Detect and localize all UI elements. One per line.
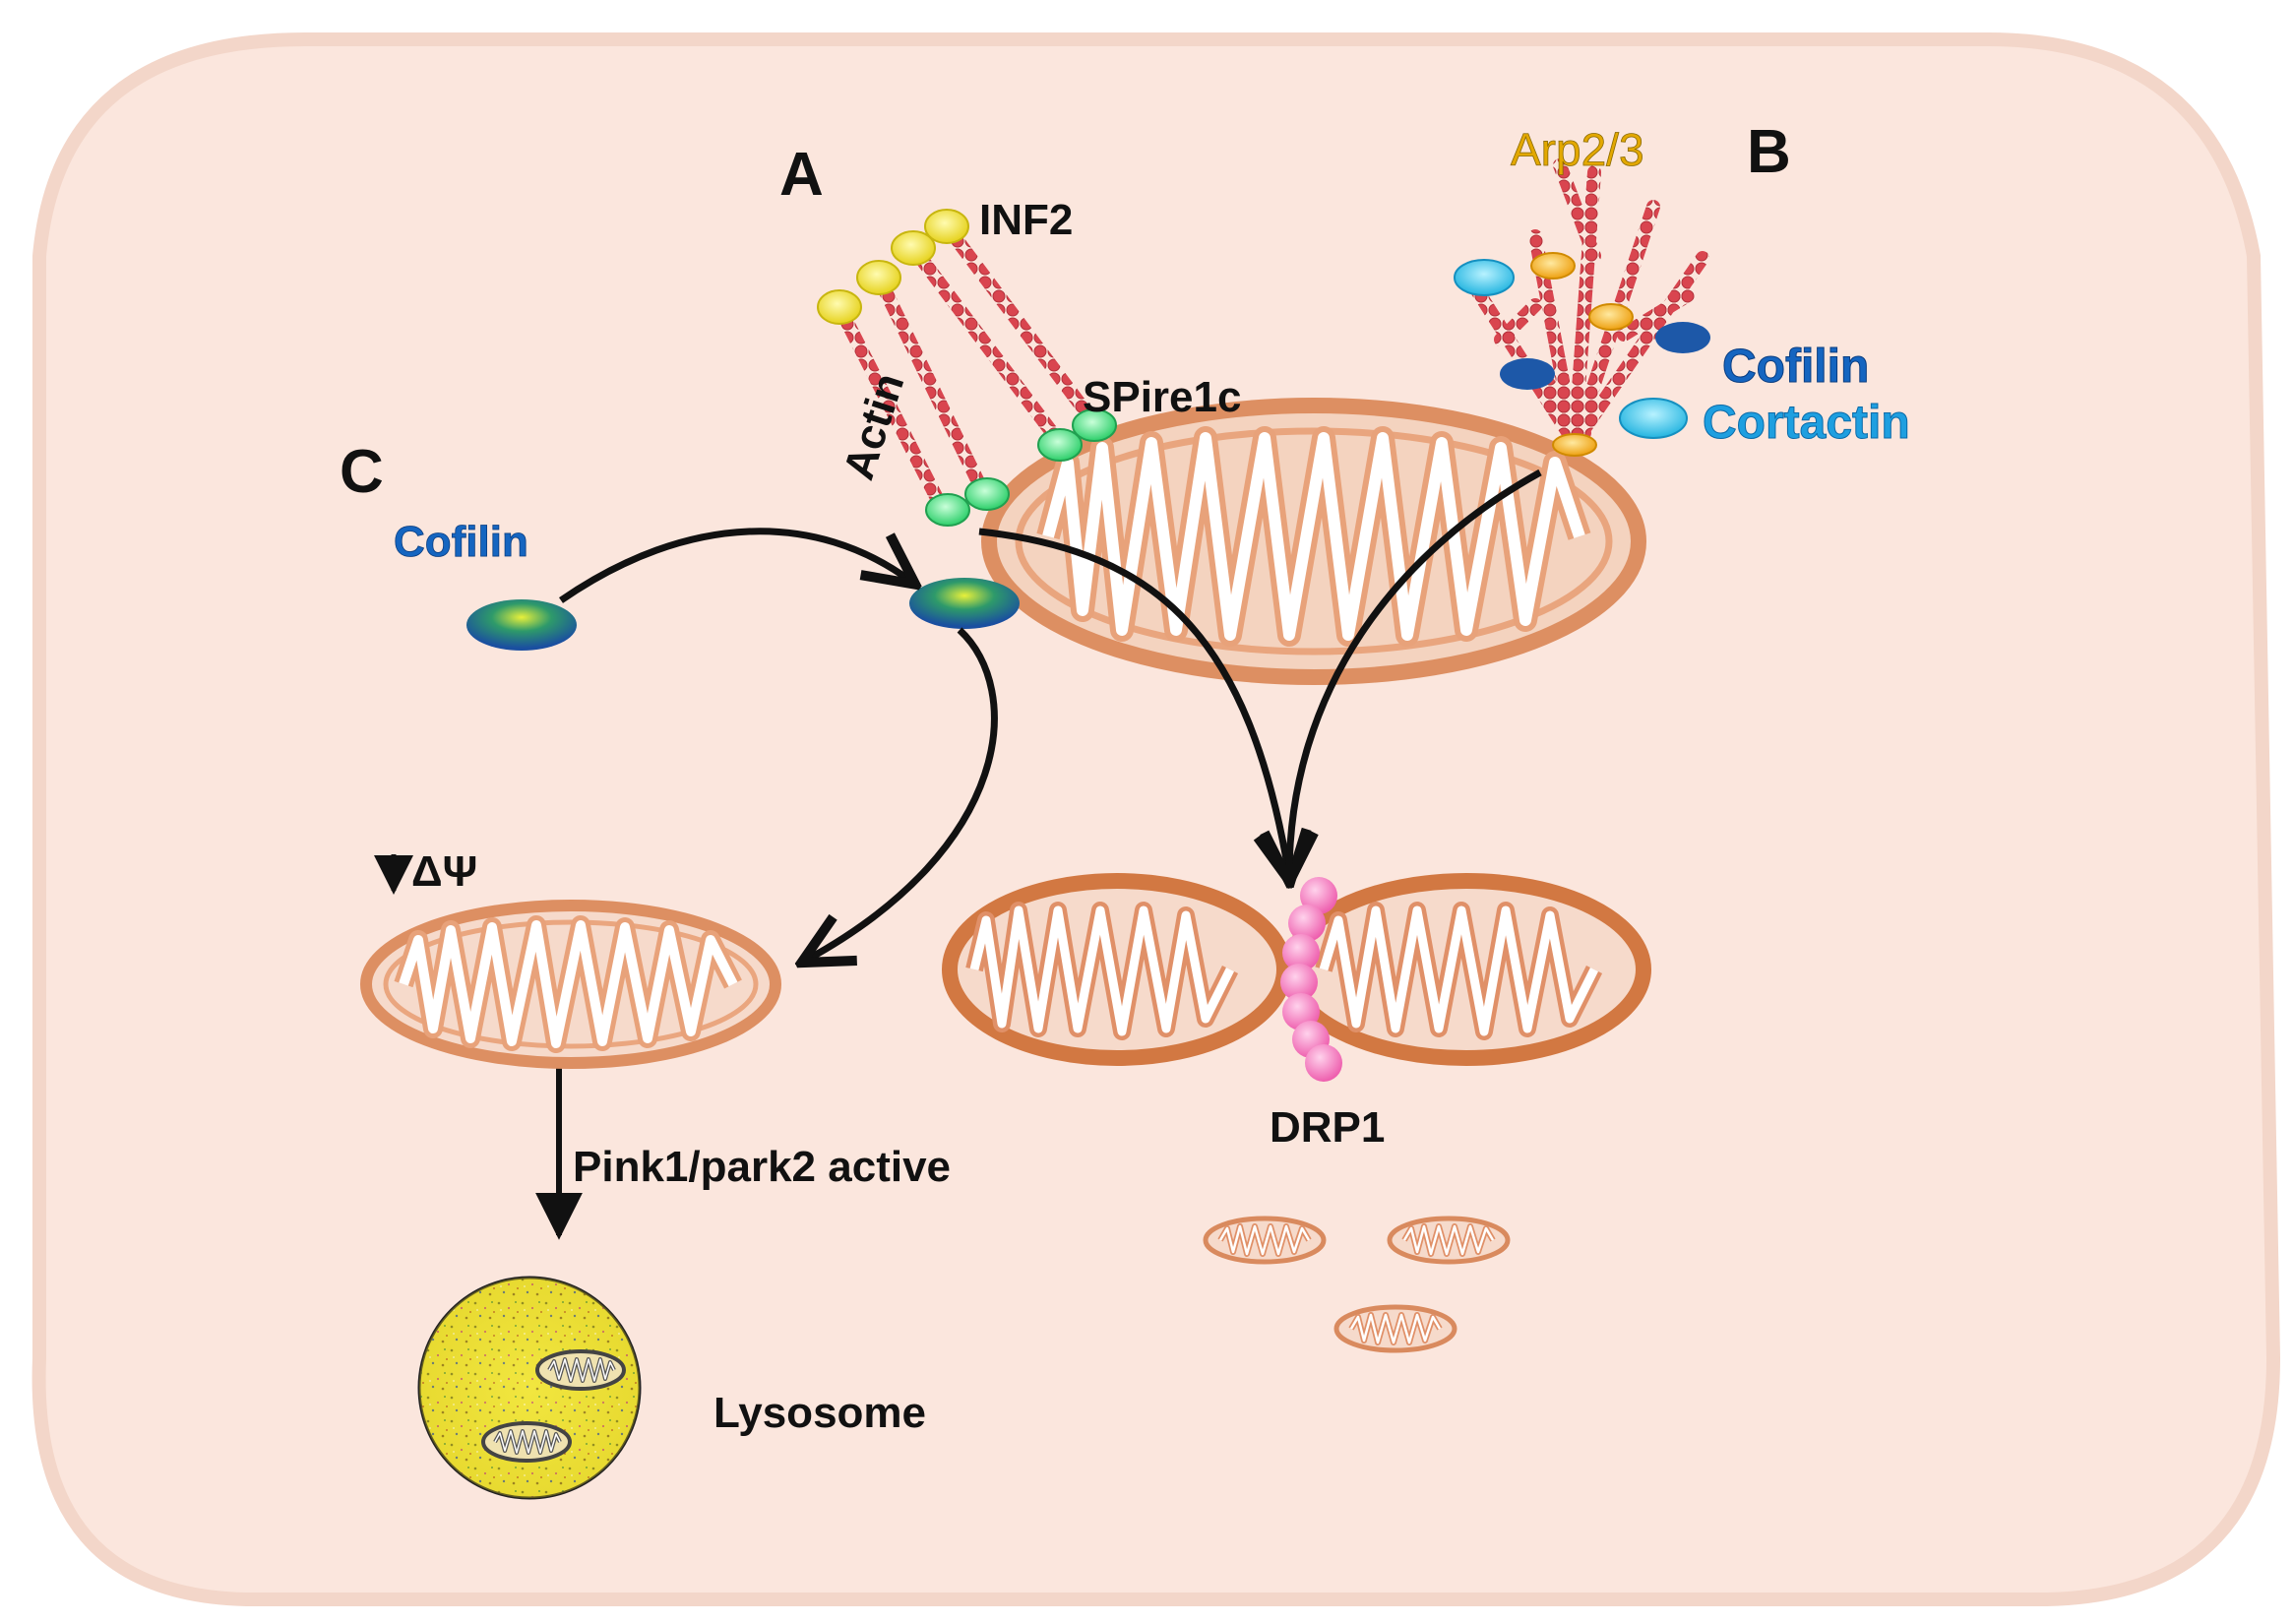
inf2-proteins [817,209,969,325]
arp23-label: Arp2/3 [1511,124,1644,175]
cofilin-label-b: Cofilin [1722,341,1869,393]
cell [31,32,2281,1606]
cofilin-bound [909,578,1020,629]
arrow-arp23-to-drp1 [1289,468,1542,876]
actin-filaments-inf2 [833,219,1101,511]
arrow-cofilin-to-actin [559,528,910,603]
arrows [374,468,1542,1240]
spire1c-label: SPire1c [1083,373,1241,421]
inf2-label: INF2 [979,196,1073,244]
pink1-park2-label: Pink1/park2 active [573,1143,951,1191]
mitochondria-fragments [1203,1216,1511,1353]
drp1-label: DRP1 [1270,1103,1385,1152]
panel-label-b: B [1747,118,1791,186]
cofilin-label-c: Cofilin [394,518,528,566]
arrow-inf2-to-drp1 [978,528,1289,876]
panel-label-a: A [779,141,824,209]
cofilin-free [466,599,577,651]
delta-psi-label: ΔΨ [411,847,477,896]
mitochondrion-depolarized [360,900,781,1069]
lysosome [417,1276,642,1500]
cofilin-network [1454,259,1710,439]
cortactin-label: Cortactin [1703,397,1910,449]
panel-label-c: C [340,438,384,506]
arrow-cofilin-to-depolarized [807,627,998,960]
lysosome-label: Lysosome [713,1389,926,1437]
mitochondrion-large [981,398,1646,685]
spire1c-proteins [925,408,1117,527]
arp23-complexes [1530,252,1634,457]
drp1-ring [1280,877,1342,1082]
actin-network-arp23 [1459,158,1709,450]
